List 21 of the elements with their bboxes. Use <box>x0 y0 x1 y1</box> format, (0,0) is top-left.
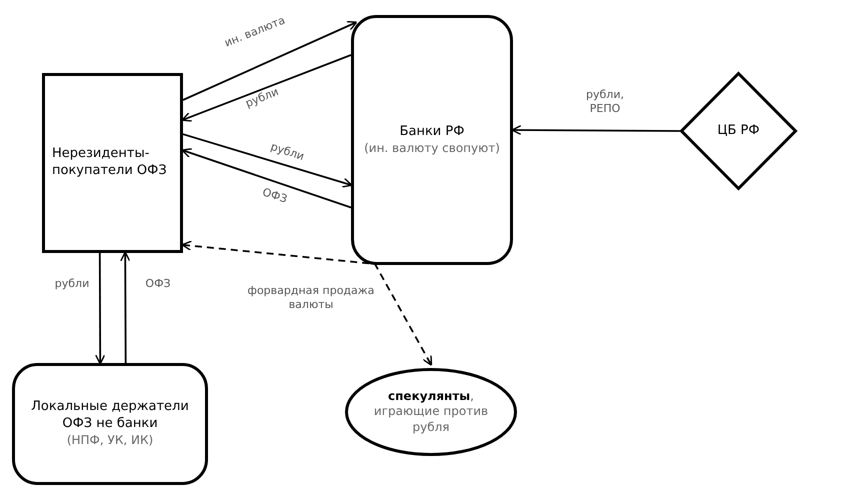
arrow <box>181 54 352 122</box>
node-title: Банки РФ <box>400 124 464 141</box>
node-note: (ин. валюту свопуют) <box>364 140 500 156</box>
arrow <box>120 251 130 363</box>
node-title: Нерезиденты-покупатели ОФЗ <box>52 146 168 180</box>
node-title: спекулянты, играющие против рубля <box>372 388 490 436</box>
edge-label: рубли <box>54 276 90 292</box>
node-title: ЦБ РФ <box>717 122 760 140</box>
process-box <box>42 73 183 253</box>
arrow <box>94 253 106 365</box>
ellipse-node <box>345 368 517 456</box>
arrow <box>511 124 680 136</box>
arrow <box>181 148 352 208</box>
rounded-box <box>12 363 208 485</box>
node-title: Локальные держатели ОФЗ не банки <box>30 399 190 434</box>
arrow <box>182 133 353 188</box>
node-note: (НПФ, УК, ИК) <box>66 433 154 449</box>
rounded-box <box>351 15 513 265</box>
arrow <box>181 240 432 366</box>
arrow <box>182 21 358 101</box>
decision-diamond <box>680 72 797 190</box>
